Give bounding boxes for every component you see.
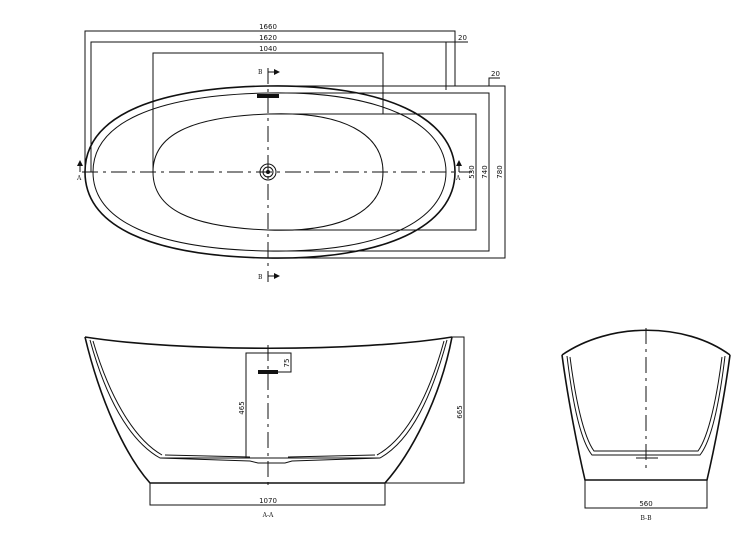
svg-text:B: B (258, 69, 263, 76)
dim-line-560 (584, 480, 708, 509)
front-inner-shell-2 (92, 340, 445, 456)
svg-text:A: A (76, 175, 82, 182)
front-basin-floor (159, 457, 381, 464)
dim-465-label: 465 (238, 401, 246, 414)
dim-560-label: 560 (639, 500, 652, 508)
dim-line-1660 (84, 30, 456, 172)
front-section-caption: A-A (262, 512, 274, 519)
svg-text:B: B (258, 274, 263, 281)
dim-75-label: 75 (283, 359, 291, 368)
dim-1660-label: 1660 (259, 23, 277, 31)
dim-20-right-label: 20 (458, 34, 467, 42)
dim-line-1040 (152, 52, 384, 172)
dim-line-780 (268, 85, 506, 259)
dim-1070-label: 1070 (259, 497, 277, 505)
section-marker-b-bottom: B (258, 273, 280, 281)
dim-line-740 (268, 92, 490, 252)
section-marker-a-left: A (76, 160, 83, 182)
front-section-view: 75 465 665 1070 A-A (84, 336, 465, 519)
dim-1620-label: 1620 (259, 34, 277, 42)
side-top-edge (561, 329, 731, 356)
dim-line-1620 (90, 41, 447, 172)
front-top-edge (84, 336, 453, 350)
dim-740-label: 740 (481, 165, 489, 178)
section-marker-a-right: A (455, 160, 462, 182)
dim-line-530 (268, 113, 477, 231)
dim-line-20-top (488, 77, 500, 86)
dim-665-label: 665 (456, 405, 464, 418)
dim-line-1070 (149, 483, 386, 506)
svg-text:A: A (455, 175, 461, 182)
side-section-caption: B-B (641, 515, 653, 522)
overflow-outlet (257, 94, 279, 98)
top-view: 1660 1620 1040 20 20 530 740 780 A A B (76, 23, 506, 282)
dim-line-75 (268, 352, 292, 373)
dim-20-top-label: 20 (491, 70, 500, 78)
dim-780-label: 780 (496, 165, 504, 178)
side-section-view: 560 B-B (561, 328, 731, 522)
dim-530-label: 530 (468, 165, 476, 178)
dim-line-465 (245, 352, 268, 458)
tub-outer-rim (84, 85, 456, 259)
dim-1040-label: 1040 (259, 45, 277, 53)
front-basin-floor-inner (164, 454, 376, 458)
drain-icon (259, 163, 277, 181)
section-marker-b-top: B (258, 69, 280, 76)
dim-line-665 (385, 336, 465, 484)
